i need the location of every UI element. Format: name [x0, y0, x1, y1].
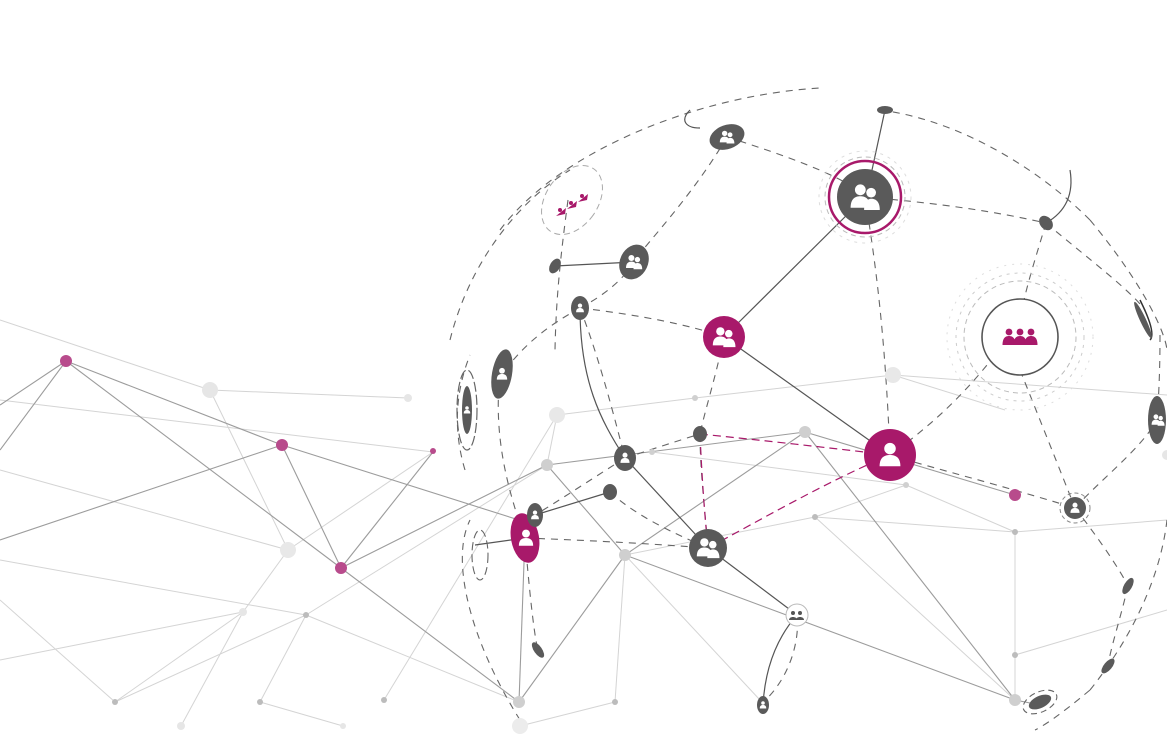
magenta-group-small	[556, 194, 588, 216]
floor-nodes	[60, 355, 1167, 734]
globe-connectors	[474, 109, 1072, 706]
floor-network	[0, 360, 1041, 706]
two-people-node-top	[827, 159, 903, 235]
group-icon	[1002, 328, 1038, 345]
floor-mesh	[0, 319, 1167, 727]
dark-person-nodes	[462, 124, 1166, 714]
group-node	[981, 298, 1059, 376]
globe-small-nodes	[531, 106, 1152, 674]
faint-nodes	[556, 194, 809, 627]
person-node-magenta-center	[703, 316, 745, 358]
person-node-magenta-right	[864, 429, 916, 481]
node-rings	[456, 150, 1153, 715]
accent-links	[699, 433, 891, 549]
